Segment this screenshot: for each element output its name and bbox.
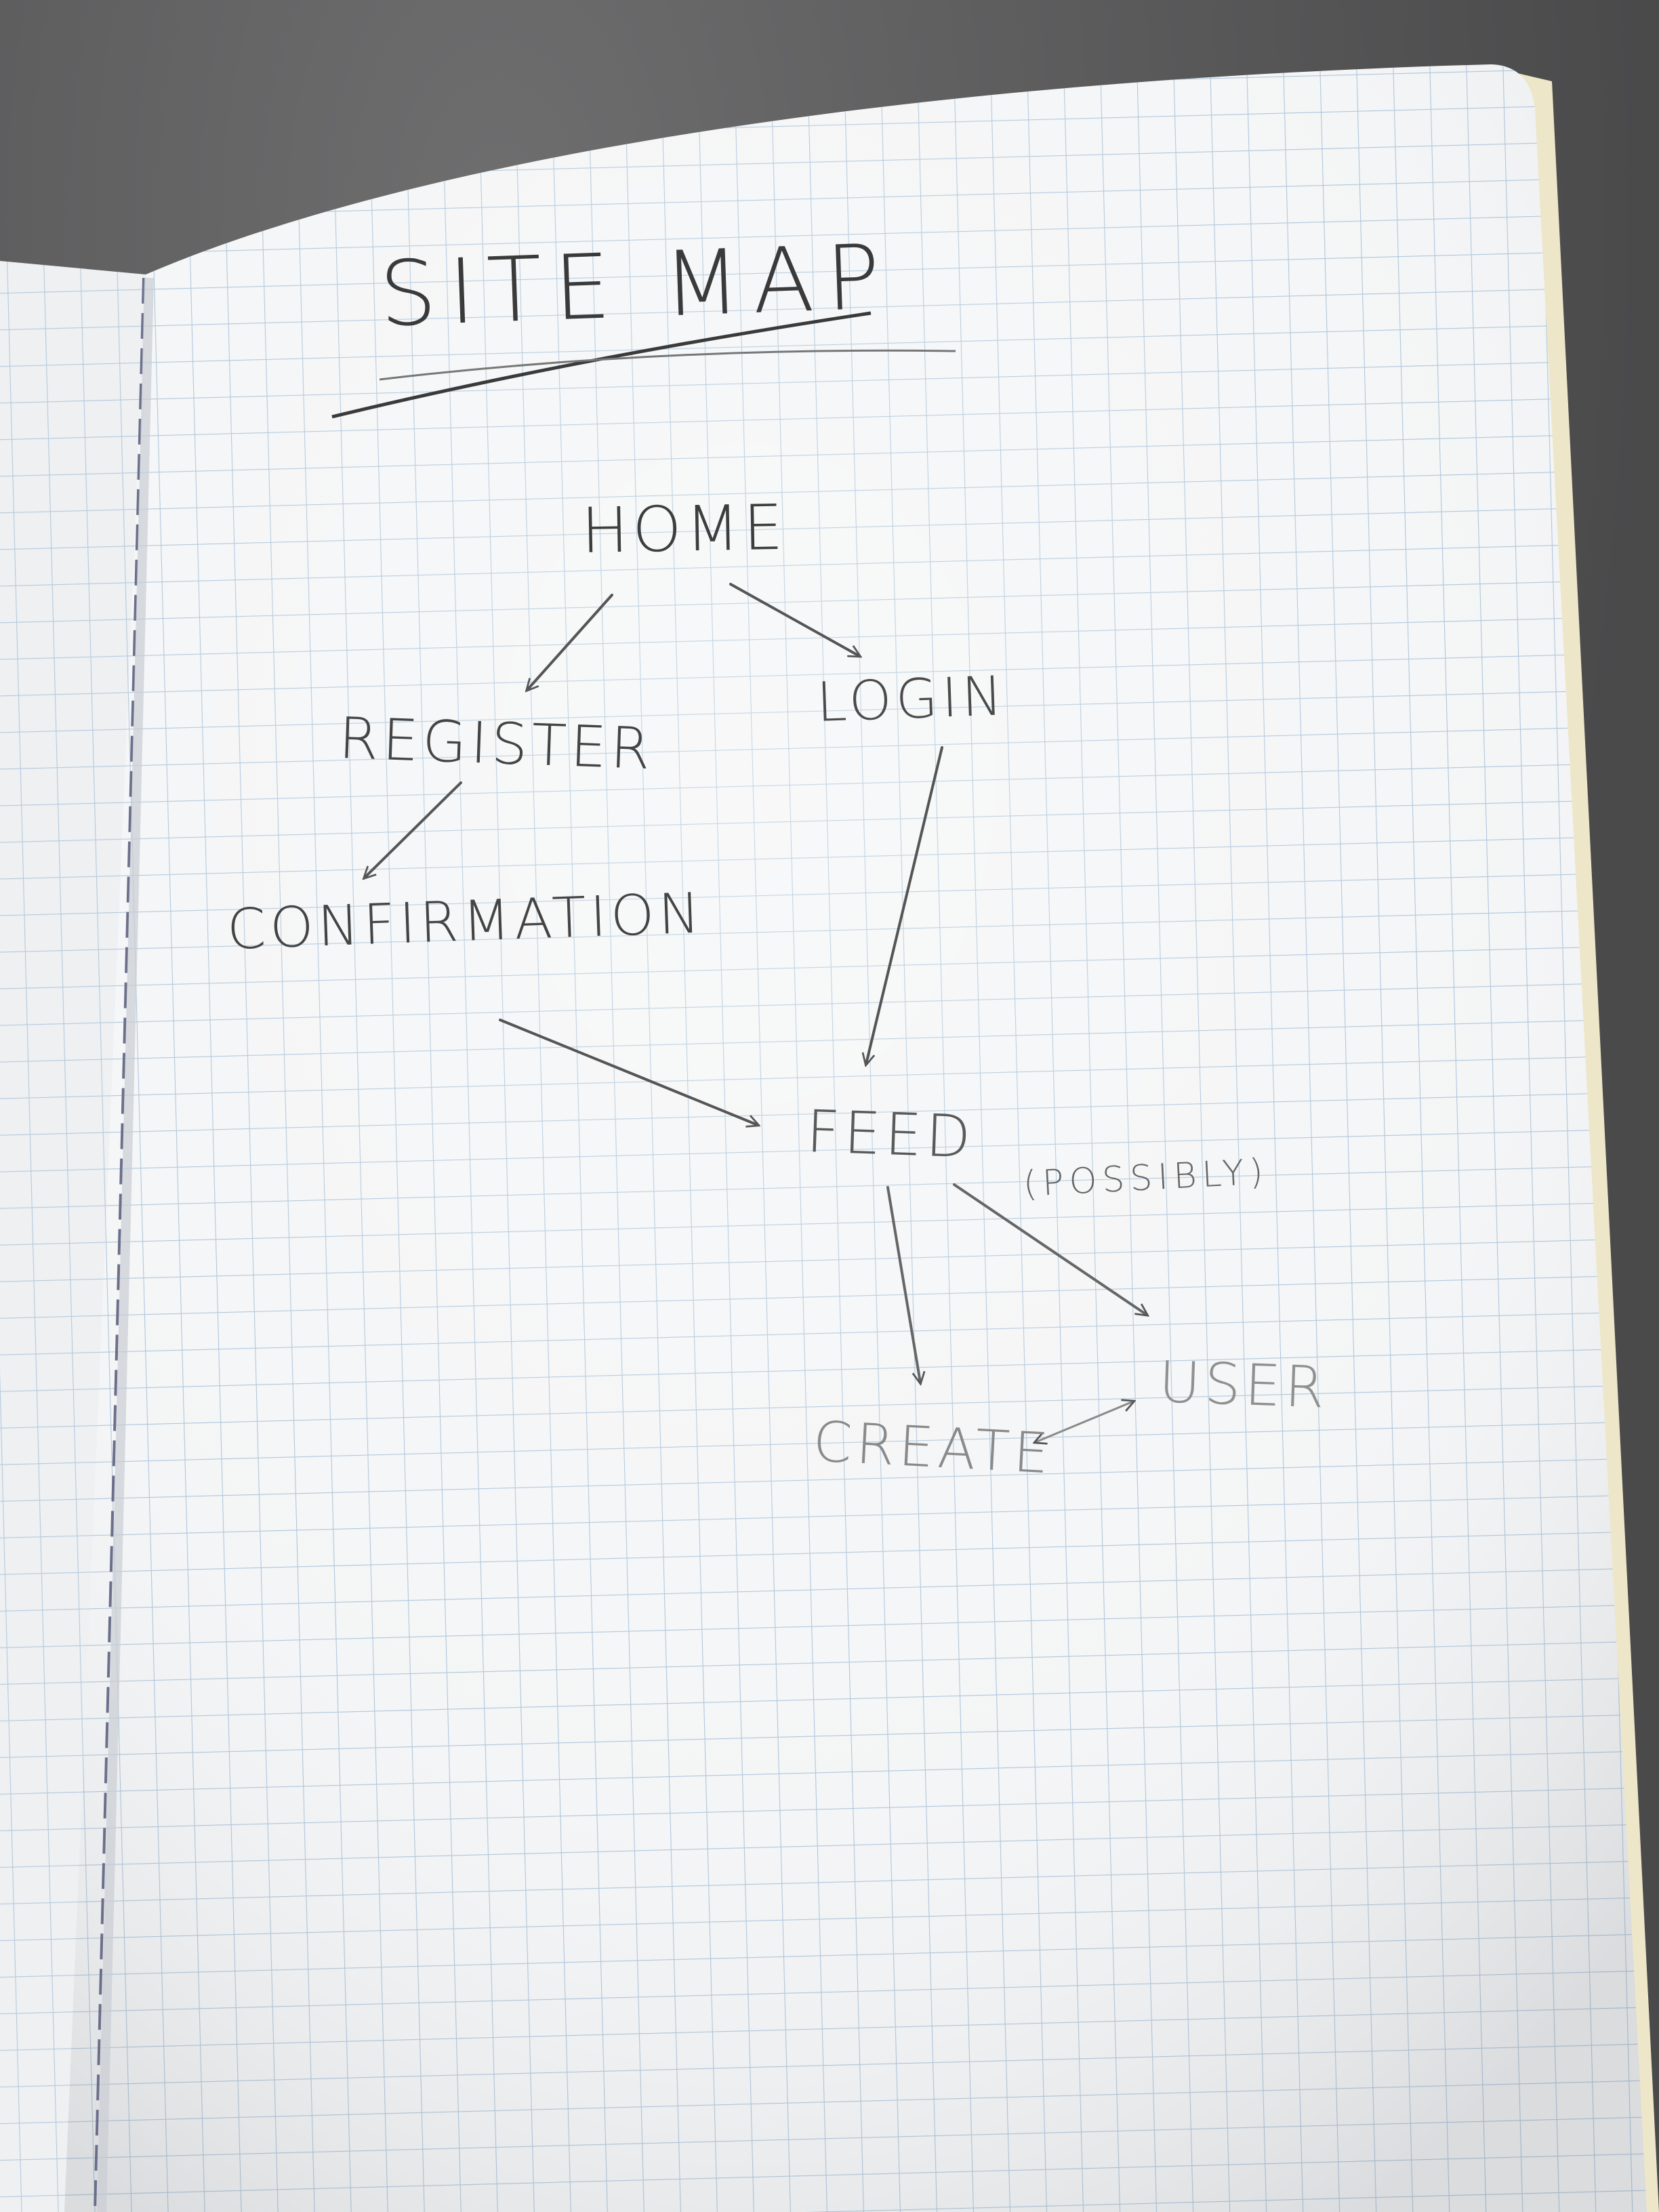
node-feed: FEED bbox=[805, 1098, 976, 1172]
diagram-title: SITE MAP bbox=[377, 224, 894, 348]
spine-stitching bbox=[94, 277, 145, 2212]
edge-confirmation-feed bbox=[499, 1019, 758, 1125]
node-register: REGISTER bbox=[337, 705, 655, 783]
title-underline-2 bbox=[379, 349, 956, 381]
spine-shadow bbox=[97, 277, 154, 2212]
node-create: CREATE bbox=[811, 1410, 1054, 1487]
edge-home-login bbox=[729, 583, 859, 656]
title-underline bbox=[331, 311, 872, 419]
node-user: USER bbox=[1158, 1349, 1330, 1421]
edge-login-feed bbox=[866, 746, 943, 1064]
node-login: LOGIN bbox=[815, 664, 1008, 734]
node-home: HOME bbox=[581, 491, 787, 567]
edge-home-register bbox=[527, 594, 613, 690]
edge-create-user bbox=[1036, 1401, 1133, 1442]
edge-feed-user bbox=[953, 1183, 1147, 1315]
edge-register-confirmation bbox=[365, 781, 462, 878]
edge-feed-create bbox=[886, 1186, 920, 1382]
diagram-edges bbox=[365, 583, 1147, 1442]
